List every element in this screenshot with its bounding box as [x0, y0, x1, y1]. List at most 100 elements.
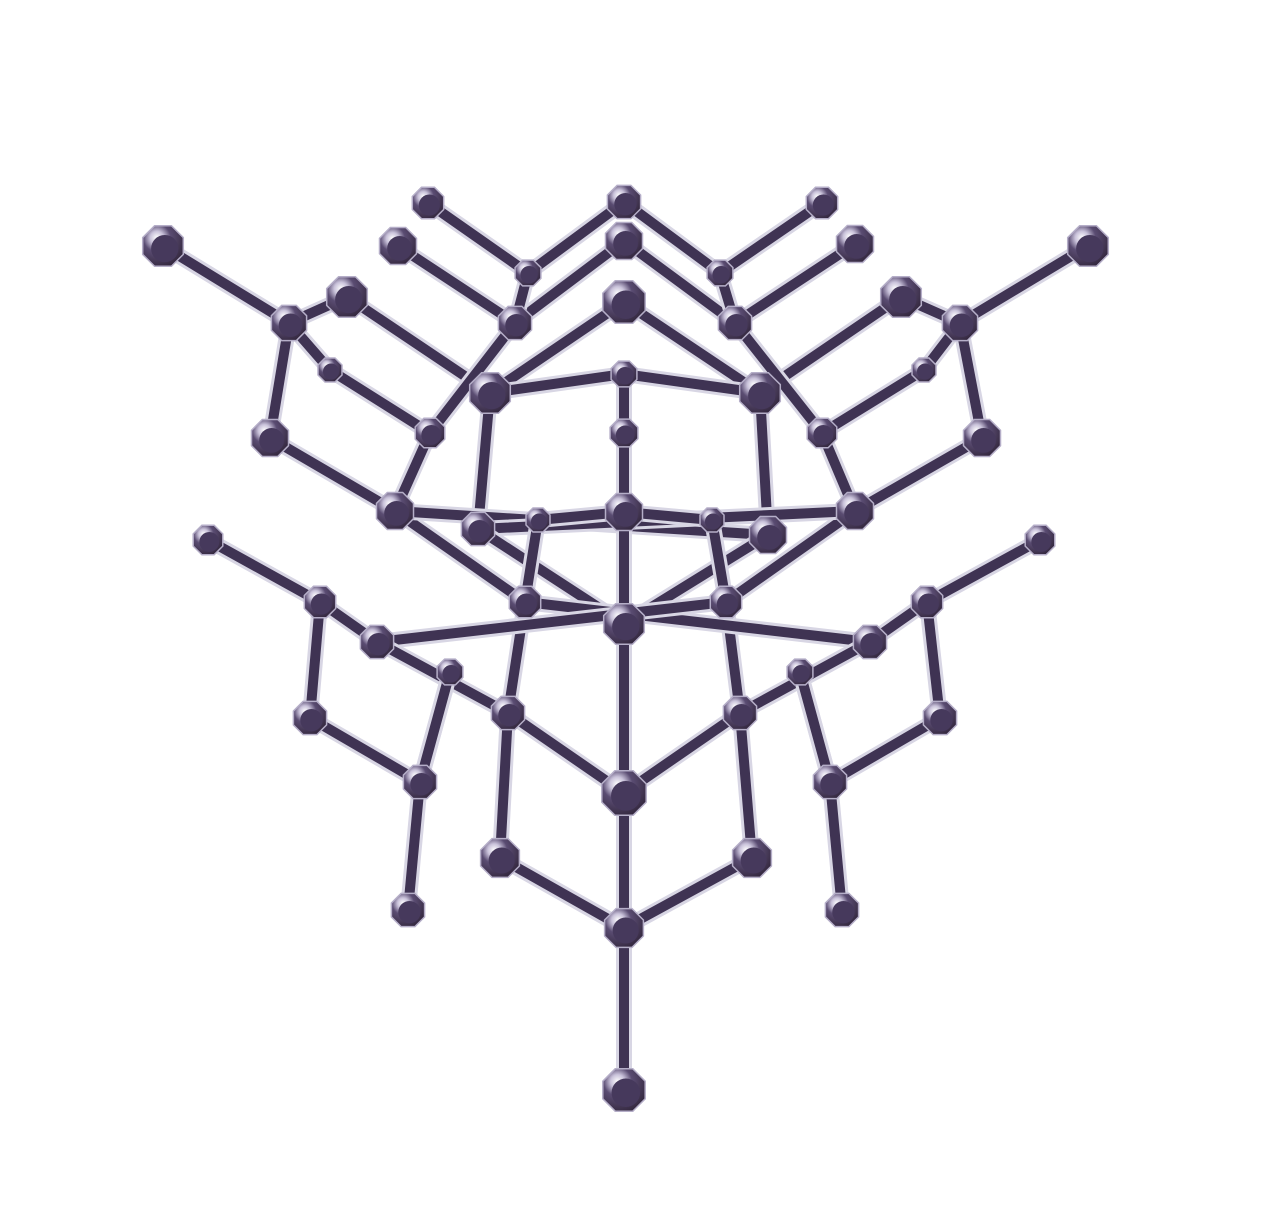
bond — [619, 369, 765, 398]
atom-core — [748, 382, 776, 410]
atom-core — [792, 665, 810, 683]
bond — [203, 535, 325, 607]
atom-core — [844, 234, 869, 259]
bond — [503, 708, 629, 798]
bond — [495, 853, 629, 933]
bond — [619, 197, 725, 278]
atom-core — [498, 704, 521, 727]
bond — [473, 388, 495, 534]
atom-core — [259, 428, 284, 453]
atom-core — [712, 266, 730, 284]
bond — [721, 506, 860, 607]
bond — [158, 241, 294, 328]
bond — [485, 297, 629, 398]
bond — [825, 713, 945, 787]
bond — [520, 597, 875, 647]
bond — [495, 708, 513, 863]
atom-core — [520, 266, 538, 284]
atom-core — [930, 709, 953, 732]
atom-core — [310, 593, 332, 615]
atom-core — [515, 593, 537, 615]
atom-core — [367, 633, 390, 656]
atom-core — [725, 314, 748, 337]
bond — [850, 433, 987, 516]
atom-core — [616, 367, 634, 385]
atom-core — [478, 382, 506, 410]
bond — [619, 236, 740, 328]
bond — [485, 369, 629, 398]
bond — [305, 597, 325, 723]
bond — [425, 318, 520, 438]
atom-core — [704, 513, 722, 530]
atom-core — [716, 593, 738, 615]
bond — [619, 708, 745, 798]
atom-core — [442, 665, 460, 683]
bond — [523, 197, 629, 278]
bond — [795, 667, 835, 787]
atom-core — [844, 501, 869, 526]
atom-core — [813, 425, 834, 445]
atom-core — [832, 901, 855, 924]
atom-core — [387, 236, 412, 261]
atom-layer — [141, 184, 1110, 1112]
atom-core — [612, 613, 640, 641]
atom-core — [917, 593, 939, 615]
atom-core — [488, 847, 515, 874]
bond — [922, 597, 945, 723]
bond-layer — [155, 194, 1096, 1098]
atom-core — [889, 286, 917, 314]
bond — [619, 853, 757, 933]
bond — [265, 433, 400, 516]
atom-core — [740, 847, 767, 874]
atom-core — [335, 286, 363, 314]
bond — [730, 318, 827, 438]
bond — [390, 506, 530, 607]
bond — [393, 241, 520, 328]
atom-core — [151, 235, 179, 263]
bond — [423, 198, 533, 278]
atom-core — [398, 901, 421, 924]
atom-core — [199, 532, 220, 552]
atom-core — [530, 513, 548, 530]
bond — [730, 239, 860, 328]
bond — [415, 667, 455, 787]
atom-core — [278, 313, 303, 338]
atom-core — [613, 231, 638, 256]
atom-core — [1076, 235, 1104, 263]
bond — [715, 198, 827, 278]
atom-core — [860, 633, 883, 656]
atom-core — [971, 428, 996, 453]
bond — [372, 597, 731, 647]
atom-core — [614, 193, 637, 216]
bond — [619, 297, 765, 398]
bond — [955, 241, 1093, 328]
atom-core — [505, 314, 528, 337]
bond — [510, 236, 629, 328]
bond — [825, 777, 847, 915]
atom-core — [757, 525, 782, 550]
atom-core — [300, 709, 323, 732]
bond — [305, 713, 425, 787]
atom-core — [611, 781, 641, 811]
atom-core — [613, 502, 638, 527]
atom-core — [949, 313, 974, 338]
bond — [922, 535, 1045, 607]
bond — [735, 708, 757, 863]
atom-core — [611, 1078, 641, 1108]
atom-core — [421, 425, 442, 445]
atom-core — [812, 194, 834, 216]
bond — [403, 777, 425, 915]
atom-core — [730, 704, 753, 727]
atom-core — [468, 520, 491, 543]
atom-core — [322, 363, 340, 380]
atom-core — [916, 363, 934, 380]
atom-core — [820, 773, 843, 796]
atom-core — [418, 194, 440, 216]
atom-core — [1031, 532, 1052, 552]
atom-core — [612, 917, 639, 944]
atom-core — [384, 501, 409, 526]
atom-core — [410, 773, 433, 796]
bond — [325, 365, 435, 438]
atom-core — [615, 425, 635, 445]
